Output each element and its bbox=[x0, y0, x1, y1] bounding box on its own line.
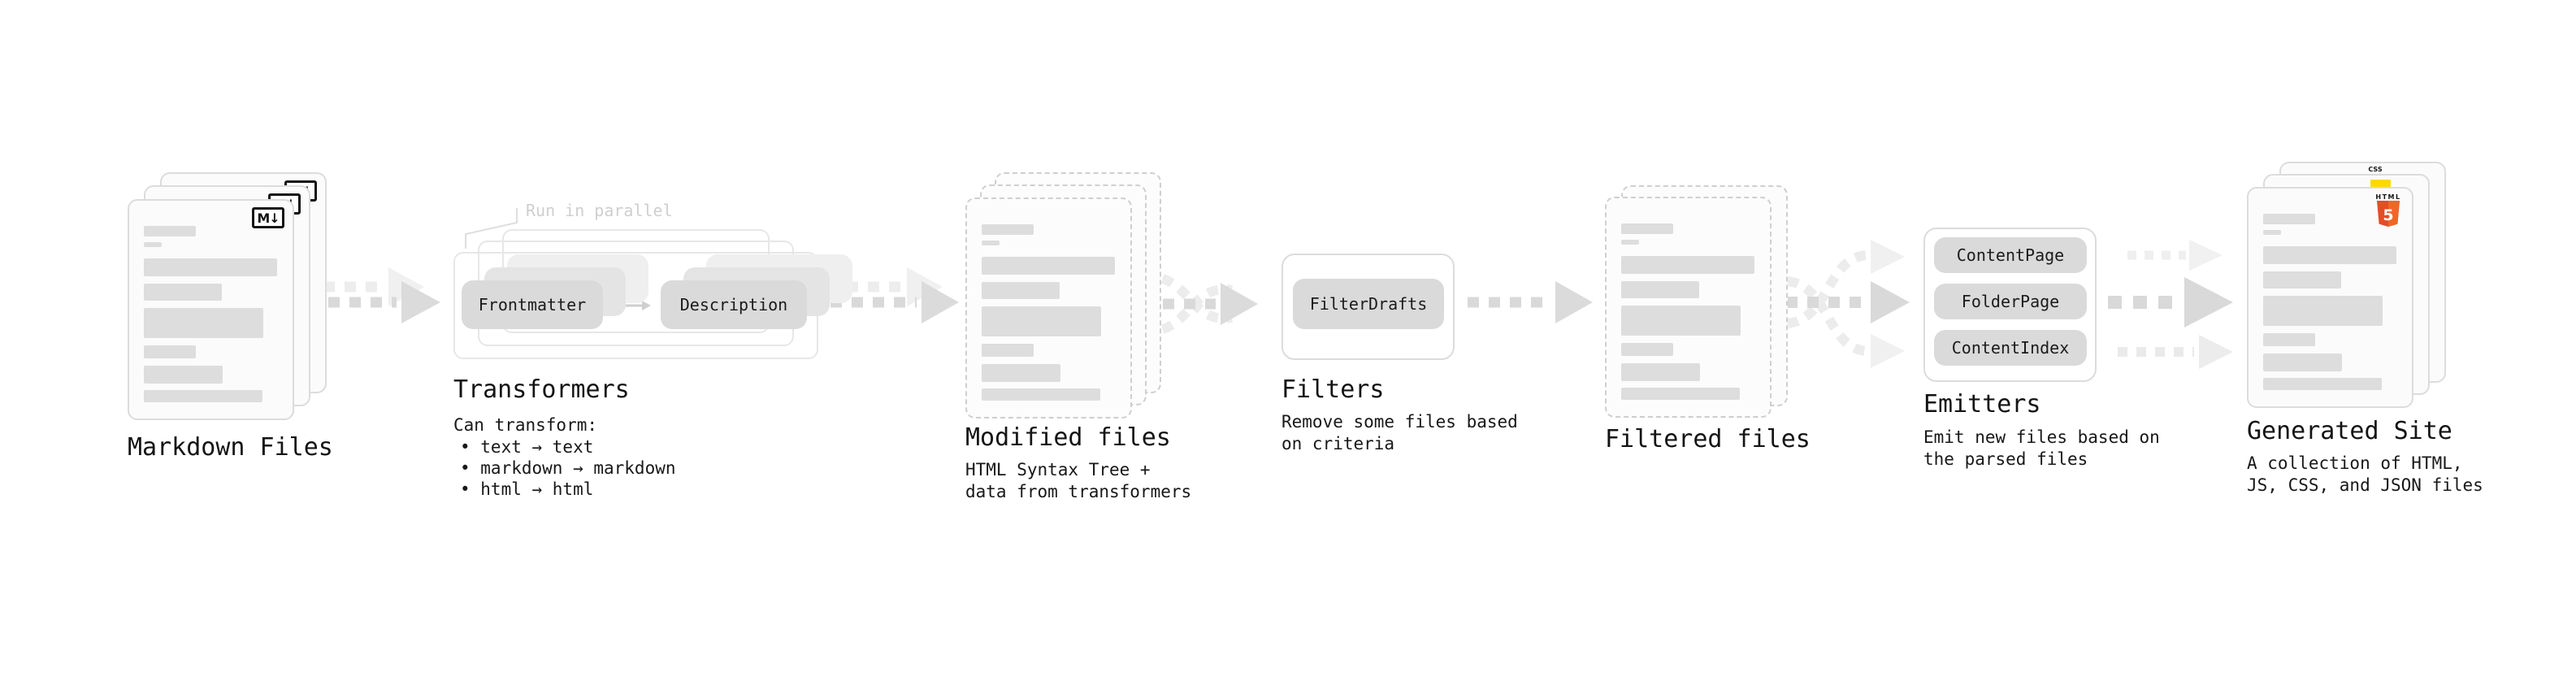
placeholder-bar bbox=[982, 224, 1034, 235]
emitters-description: Emit new files based on the parsed files bbox=[1923, 427, 2160, 469]
placeholder-bar bbox=[1621, 223, 1673, 234]
run-in-parallel-callout: Run in parallel bbox=[526, 201, 673, 220]
arrow-emitters-to-site-triple bbox=[2108, 240, 2233, 369]
arrow-filtered-to-emitters-fanout bbox=[1786, 240, 1910, 368]
folderpage-pill: FolderPage bbox=[1934, 284, 2087, 319]
placeholder-bar bbox=[2263, 296, 2383, 326]
placeholder-bar bbox=[144, 284, 222, 301]
placeholder-bar bbox=[2263, 246, 2396, 264]
placeholder-bar bbox=[144, 226, 196, 236]
html5-shield: 5 bbox=[2377, 201, 2400, 227]
placeholder-bar bbox=[982, 282, 1060, 299]
placeholder-bar bbox=[2263, 378, 2382, 390]
frontmatter-pill: Frontmatter bbox=[462, 280, 603, 329]
placeholder-bar bbox=[982, 364, 1060, 382]
placeholder-bar bbox=[2263, 271, 2341, 288]
emitters-label: Emitters bbox=[1923, 390, 2041, 419]
filtered-file-card-front bbox=[1605, 197, 1772, 418]
markdown-file-card-front: M↓ bbox=[128, 199, 294, 420]
placeholder-bar bbox=[1621, 388, 1740, 400]
transformers-label: Transformers bbox=[453, 375, 630, 404]
placeholder-bar bbox=[1621, 343, 1673, 356]
placeholder-bar bbox=[982, 388, 1100, 401]
html5-five: 5 bbox=[2383, 206, 2393, 224]
bullet-item: • html → html bbox=[460, 479, 594, 499]
placeholder-bar bbox=[1621, 256, 1754, 274]
placeholder-bar bbox=[1621, 240, 1639, 245]
modified-files-label: Modified files bbox=[965, 423, 1171, 452]
placeholder-bar bbox=[982, 241, 1000, 245]
placeholder-bar bbox=[144, 242, 162, 247]
generated-site-description: A collection of HTML, JS, CSS, and JSON … bbox=[2247, 453, 2483, 495]
markdown-files-label: Markdown Files bbox=[128, 433, 333, 462]
doc-placeholder-lines bbox=[2263, 214, 2397, 390]
doc-placeholder-lines bbox=[144, 226, 278, 402]
description-pill: Description bbox=[661, 280, 807, 329]
placeholder-bar bbox=[982, 344, 1034, 357]
placeholder-bar bbox=[2263, 354, 2342, 371]
arrow-filters-to-filtered bbox=[1468, 281, 1593, 323]
placeholder-bar bbox=[2263, 230, 2281, 235]
generated-site-label: Generated Site bbox=[2247, 417, 2452, 445]
doc-placeholder-lines bbox=[982, 224, 1116, 401]
transformers-bullet-list: • text → text • markdown → markdown • ht… bbox=[460, 436, 676, 500]
placeholder-bar bbox=[144, 258, 277, 276]
markdown-icon: M↓ bbox=[252, 207, 284, 228]
placeholder-bar bbox=[144, 366, 223, 384]
placeholder-bar bbox=[1621, 281, 1699, 298]
arrow-markdown-to-transformers bbox=[307, 267, 440, 323]
placeholder-bar bbox=[144, 390, 262, 402]
contentindex-pill: ContentIndex bbox=[1934, 330, 2087, 366]
css-icon-label: CSS bbox=[2368, 166, 2383, 173]
placeholder-bar bbox=[1621, 363, 1700, 381]
placeholder-bar bbox=[1621, 306, 1741, 336]
placeholder-bar bbox=[144, 345, 196, 358]
transformers-intro: Can transform: bbox=[453, 415, 598, 435]
placeholder-bar bbox=[2263, 333, 2315, 346]
html5-icon-label: HTML bbox=[2375, 193, 2401, 201]
placeholder-bar bbox=[144, 308, 263, 338]
filters-label: Filters bbox=[1281, 375, 1385, 404]
bullet-item: • text → text bbox=[460, 437, 594, 457]
modified-file-card-front bbox=[965, 197, 1132, 419]
filterdrafts-pill: FilterDrafts bbox=[1293, 279, 1444, 329]
placeholder-bar bbox=[982, 257, 1115, 275]
filtered-files-label: Filtered files bbox=[1605, 425, 1811, 453]
contentpage-pill: ContentPage bbox=[1934, 237, 2087, 273]
bullet-item: • markdown → markdown bbox=[460, 458, 676, 478]
doc-placeholder-lines bbox=[1621, 223, 1755, 400]
site-file-card-html: HTML 5 bbox=[2247, 187, 2413, 408]
filters-description: Remove some files based on criteria bbox=[1281, 412, 1518, 453]
placeholder-bar bbox=[982, 306, 1101, 336]
html5-icon: HTML 5 bbox=[2374, 193, 2402, 230]
placeholder-bar bbox=[2263, 214, 2315, 224]
modified-files-description: HTML Syntax Tree + data from transformer… bbox=[965, 460, 1192, 501]
